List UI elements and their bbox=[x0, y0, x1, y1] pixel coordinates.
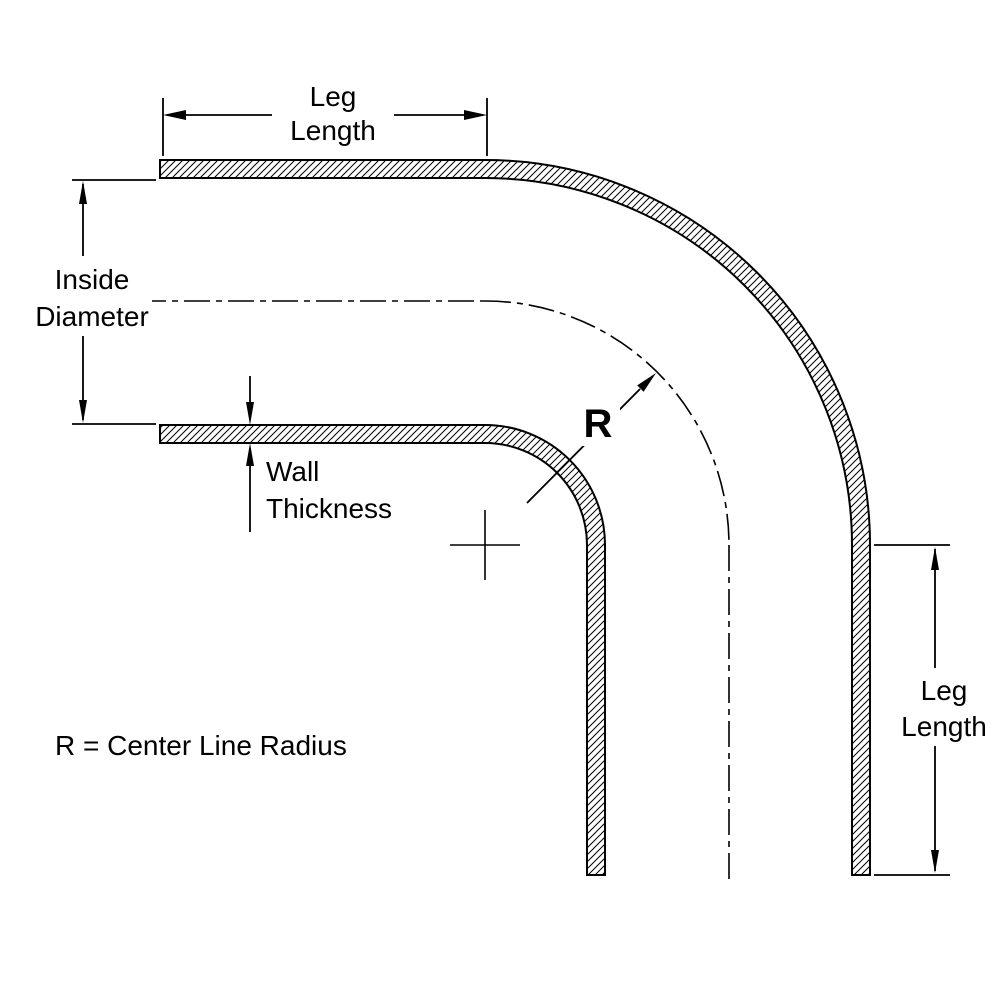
arrowhead-right-icon bbox=[464, 110, 487, 120]
leg-length-right-label-line2: Length bbox=[901, 711, 987, 742]
leg-length-right-label-line1: Leg bbox=[921, 675, 968, 706]
arrowhead-down-icon bbox=[79, 400, 87, 423]
centerline-arc bbox=[484, 300, 730, 546]
dimension-leg-length-top: Leg Length bbox=[162, 81, 488, 156]
leg-length-top-label-line1: Leg bbox=[310, 81, 357, 112]
dimension-leg-length-right: Leg Length bbox=[874, 544, 996, 876]
dimension-inside-diameter: Inside Diameter bbox=[32, 179, 156, 425]
inside-diameter-label-line2: Diameter bbox=[35, 301, 149, 332]
centerlines bbox=[140, 300, 730, 880]
arrowhead-up-icon bbox=[246, 443, 254, 466]
radius-arrowhead-icon bbox=[637, 373, 656, 392]
radius-leader: R bbox=[526, 373, 656, 504]
radius-symbol-label: R bbox=[584, 402, 613, 446]
dimension-wall-thickness: Wall Thickness bbox=[246, 376, 392, 532]
radius-center-cross bbox=[450, 510, 520, 580]
arrowhead-left-icon bbox=[163, 110, 186, 120]
pipe-outer-wall bbox=[159, 159, 871, 876]
wall-thickness-label-line1: Wall bbox=[266, 456, 319, 487]
wall-thickness-label-line2: Thickness bbox=[266, 493, 392, 524]
radius-legend-label: R = Center Line Radius bbox=[55, 730, 347, 761]
inside-diameter-label-line1: Inside bbox=[55, 264, 130, 295]
arrowhead-down-icon bbox=[931, 850, 939, 873]
arrowhead-up-icon bbox=[79, 181, 87, 204]
arrowhead-up-icon bbox=[931, 547, 939, 570]
leg-length-top-label-line2: Length bbox=[290, 115, 376, 146]
arrowhead-down-icon bbox=[246, 402, 254, 425]
